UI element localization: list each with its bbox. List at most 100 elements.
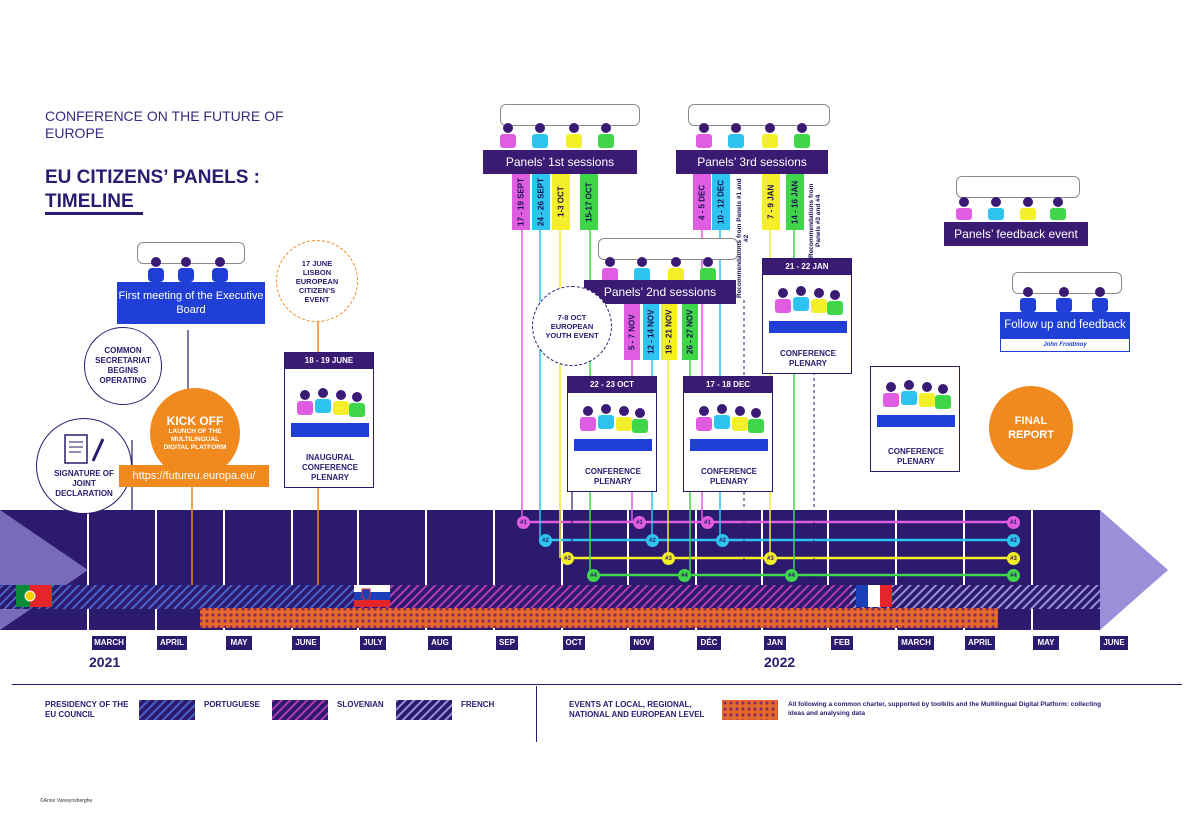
legend-swatch-portuguese: [139, 700, 195, 720]
legend-portuguese: PORTUGUESE: [204, 700, 261, 709]
document-pen-icon: [64, 434, 105, 464]
panel-tag-4: #4: [678, 569, 691, 582]
panel3-people-icon: [696, 123, 810, 148]
panel-tag-1: #1: [517, 516, 530, 529]
legend-swatch-slovenian: [272, 700, 328, 720]
panel2-bar: Panels’ 2nd sessions: [584, 280, 736, 304]
plenary-march-box: CONFERENCE PLENARY: [870, 366, 960, 472]
year-2022: 2022: [764, 654, 796, 670]
plenary-label: CONFERENCE PLENARY: [887, 447, 944, 466]
month-label: SEP: [496, 636, 518, 650]
legend-slovenian: SLOVENIAN: [337, 700, 384, 709]
crowd-icon: [574, 404, 652, 451]
panel3-date-2: 10 - 12 DEC: [712, 174, 730, 230]
followup-subtitle: John Froidmoy: [1000, 338, 1130, 352]
final-report-label: FINAL REPORT: [1008, 415, 1054, 441]
month-label: MARCH: [898, 636, 934, 650]
panel-tag-1: #1: [701, 516, 714, 529]
slovenia-flag-icon: [354, 585, 390, 607]
panel1-date-3: 1-3 OCT: [552, 174, 570, 230]
inaugural-plenary-box: 18 - 19 JUNE INAUGURAL CONFERENCE PLENAR…: [284, 352, 374, 488]
final-report-circle: FINAL REPORT: [989, 386, 1073, 470]
plenary-date: 21 - 22 JAN: [763, 259, 851, 275]
month-label: NOV: [630, 636, 654, 650]
panel2-date-2: 12 - 14 NOV: [643, 304, 659, 360]
month-label: JUNE: [292, 636, 320, 650]
panel1-date-2: 24 - 26 SEPT: [532, 174, 550, 230]
exec-board-people-icon: [148, 257, 228, 282]
plenary-date: 17 - 18 DEC: [684, 377, 772, 393]
month-label: MAY: [1033, 636, 1059, 650]
month-label: MAY: [226, 636, 252, 650]
plenary-date: 22 - 23 OCT: [568, 377, 656, 393]
exec-board-box: First meeting of the Executive Board: [117, 282, 265, 324]
panel-tag-1: #1: [633, 516, 646, 529]
plenary-label: CONFERENCE PLENARY: [584, 467, 641, 486]
plenary-label: CONFERENCE PLENARY: [779, 349, 836, 368]
panel3-bar: Panels’ 3rd sessions: [676, 150, 828, 174]
crowd-icon: [690, 404, 768, 451]
followup-people-icon: [1020, 287, 1108, 312]
page-title: EU CITIZENS’ PANELS : TIMELINE: [45, 167, 261, 212]
recommendations-a: Recommendations from Panels #1 and #2: [736, 178, 750, 298]
panel3-date-1: 4 - 5 DEC: [693, 174, 711, 230]
panel1-date-4: 15-17 OCT: [580, 174, 598, 230]
plenary-label: INAUGURAL CONFERENCE PLENARY: [301, 453, 358, 482]
month-label: MARCH: [92, 636, 126, 650]
panel-tag-2: #2: [716, 534, 729, 547]
credit: ©Anne Vanwynsberghe: [40, 798, 93, 804]
legend-french: FRENCH: [461, 700, 495, 709]
panel-tag-4: #4: [587, 569, 600, 582]
legend-events-desc: All following a common charter, supporte…: [788, 701, 1102, 717]
panel3-speech-bubble: [688, 104, 830, 126]
title-underline: [45, 212, 143, 215]
panel-tag-1: #1: [1007, 516, 1020, 529]
platform-url-link[interactable]: https://futureu.europa.eu/: [119, 465, 269, 487]
panel2-date-3: 19 - 21 NOV: [661, 304, 677, 360]
month-label: APRIL: [965, 636, 995, 650]
legend-swatch-events: [722, 700, 778, 720]
plenary-label: CONFERENCE PLENARY: [700, 467, 757, 486]
legend-divider: [536, 686, 537, 742]
youth-label: 7-8 OCT EUROPEAN YOUTH EVENT: [545, 312, 599, 340]
month-label: DÉC: [697, 636, 721, 650]
feedback-speech-bubble: [956, 176, 1080, 198]
panel2-date-4: 26 - 27 NOV: [682, 304, 698, 360]
legend-top-rule: [12, 684, 1182, 685]
signature-circle: SIGNATURE OF JOINT DECLARATION: [36, 418, 132, 514]
crowd-icon: [769, 286, 847, 333]
month-label: OCT: [563, 636, 585, 650]
month-label: JULY: [360, 636, 386, 650]
month-label: JAN: [764, 636, 786, 650]
month-label: AUG: [428, 636, 452, 650]
panel-tag-3: #3: [561, 552, 574, 565]
month-label: FEB: [831, 636, 853, 650]
month-label: JUNE: [1100, 636, 1128, 650]
portugal-flag-icon: [16, 585, 52, 607]
signature-label: SIGNATURE OF JOINT DECLARATION: [54, 469, 114, 498]
recommendations-b: Recommendations from Panels #3 and #4: [808, 183, 822, 259]
feedback-people-icon: [956, 197, 1066, 220]
conference-subtitle: CONFERENCE ON THE FUTURE OF EUROPE: [45, 108, 284, 141]
legend-presidency: PRESIDENCY OF THE EU COUNCIL: [45, 700, 129, 719]
legend-swatch-french: [396, 700, 452, 720]
panel3-date-3: 7 - 9 JAN: [762, 174, 780, 230]
panel1-date-1: 17 - 19 SEPT: [512, 174, 530, 230]
secretariat-label: COMMON SECRETARIAT BEGINS OPERATING: [95, 346, 151, 385]
timeline-band: [0, 510, 1200, 630]
france-flag-icon: [856, 585, 892, 607]
year-2021: 2021: [89, 654, 121, 670]
plenary-oct-box: 22 - 23 OCT CONFERENCE PLENARY: [567, 376, 657, 492]
plenary-jan-box: 21 - 22 JAN CONFERENCE PLENARY: [762, 258, 852, 374]
panel2-people-icon: [602, 257, 716, 282]
crowd-icon: [291, 388, 369, 437]
panel2-date-1: 5 - 7 NOV: [624, 304, 640, 360]
panel-tag-4: #4: [785, 569, 798, 582]
panel-tag-4: #4: [1007, 569, 1020, 582]
lisbon-label: 17 JUNE LISBON EUROPEAN CITIZEN’S EVENT: [295, 258, 339, 304]
lisbon-event-circle: 17 JUNE LISBON EUROPEAN CITIZEN’S EVENT: [276, 240, 358, 322]
kickoff-sub: LAUNCH OF THE MULTILINGUAL DIGITAL PLATF…: [163, 428, 227, 451]
panel1-bar: Panels’ 1st sessions: [483, 150, 637, 174]
legend-events: EVENTS AT LOCAL, REGIONAL, NATIONAL AND …: [569, 700, 705, 719]
secretariat-circle: COMMON SECRETARIAT BEGINS OPERATING: [84, 327, 162, 405]
